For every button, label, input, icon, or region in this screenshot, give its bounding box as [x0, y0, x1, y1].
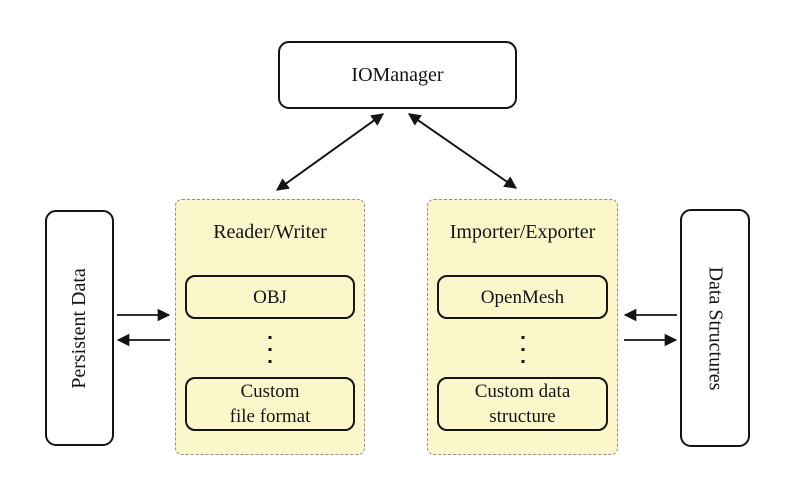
vertical-dots-icon	[268, 336, 272, 363]
importer-exporter-title: Importer/Exporter	[449, 221, 596, 243]
data-structures-node: Data Structures	[680, 209, 750, 447]
reader-writer-group: Reader/Writer OBJ Custom file format	[175, 199, 365, 455]
custom-data-structure-label-line2: structure	[489, 406, 556, 427]
arrow-readerwriter-to-iomanager	[276, 113, 385, 191]
openmesh-node: OpenMesh	[437, 275, 608, 319]
importer-exporter-group: Importer/Exporter OpenMesh Custom data s…	[427, 199, 618, 455]
persistent-data-node: Persistent Data	[45, 210, 114, 446]
custom-file-format-label-line1: Custom	[240, 381, 300, 402]
reader-writer-title: Reader/Writer	[213, 221, 327, 243]
persistent-data-label: Persistent Data	[68, 267, 90, 389]
vertical-dots-icon	[521, 336, 524, 363]
custom-data-structure-node: Custom data structure	[437, 377, 608, 431]
custom-file-format-node: Custom file format	[185, 377, 355, 431]
arrow-importerexporter-to-iomanager	[407, 113, 517, 189]
custom-data-structure-label-line1: Custom data	[474, 381, 571, 402]
custom-file-format-label-line2: file format	[229, 406, 311, 427]
obj-label: OBJ	[253, 286, 287, 308]
openmesh-label: OpenMesh	[480, 286, 565, 308]
data-structures-label: Data Structures	[704, 266, 727, 390]
iomanager-label: IOManager	[351, 63, 444, 86]
iomanager-node: IOManager	[278, 41, 517, 109]
obj-node: OBJ	[185, 275, 355, 319]
